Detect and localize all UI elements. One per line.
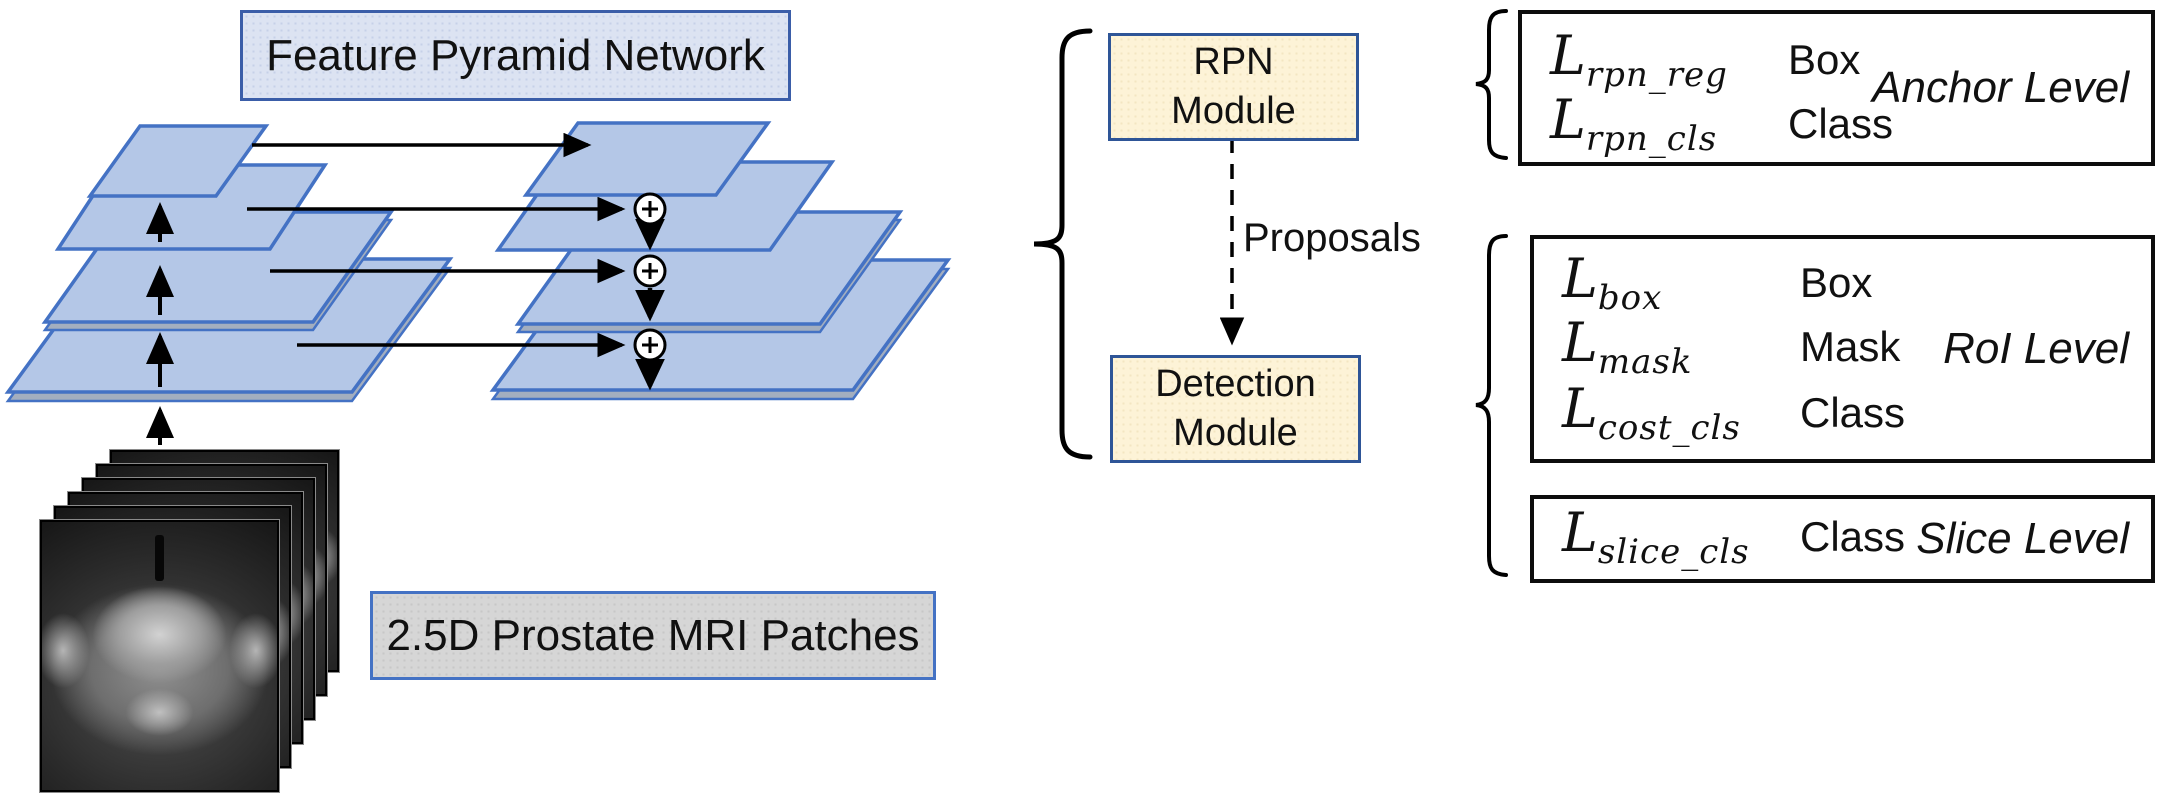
rpn-module-label-line1: RPN	[1193, 40, 1274, 83]
plus-circle-merge-icon	[633, 328, 667, 362]
loss-formula: Lrpn_reg	[1550, 24, 1728, 95]
slice-level-label: Slice Level	[1916, 514, 2129, 563]
rpn-module-box: RPN Module	[1108, 33, 1359, 141]
loss-formula: Lrpn_cls	[1550, 88, 1718, 159]
loss-row: Lslice_cls Class	[1562, 501, 1905, 572]
loss-target: Box	[1788, 36, 1861, 83]
roi-level-label: RoI Level	[1943, 324, 2129, 373]
detection-module-label-line1: Detection	[1155, 362, 1316, 405]
roi-level-loss-box: Lbox Box Lmask Mask Lcost_cls Class RoI …	[1530, 235, 2155, 463]
loss-row: Lrpn_cls Class	[1550, 88, 1893, 159]
rpn-module-label-line2: Module	[1171, 90, 1296, 132]
detection-module-box: Detection Module	[1110, 355, 1361, 463]
curly-brace-main	[1033, 28, 1093, 460]
loss-target: Mask	[1800, 323, 1901, 370]
top-down-pyramid	[489, 121, 952, 401]
fpn-title-box: Feature Pyramid Network	[240, 10, 791, 101]
input-label: 2.5D Prostate MRI Patches	[386, 610, 920, 660]
loss-target: Class	[1800, 513, 1906, 560]
input-label-box: 2.5D Prostate MRI Patches	[370, 591, 936, 680]
detection-module-label-line2: Module	[1173, 412, 1298, 454]
mri-slice-front	[39, 519, 280, 793]
anchor-level-loss-box: Lrpn_reg Box Lrpn_cls Class Anchor Level	[1518, 10, 2155, 166]
merge-nodes	[633, 192, 667, 362]
proposals-label: Proposals	[1243, 216, 1421, 260]
pyramid-layer	[86, 124, 270, 198]
lateral-arrows	[247, 132, 626, 358]
loss-row: Lrpn_reg Box	[1550, 24, 1860, 95]
plus-circle-merge-icon	[633, 254, 667, 288]
loss-target: Class	[1788, 100, 1894, 147]
plus-circle-merge-icon	[633, 192, 667, 226]
loss-formula: Lslice_cls	[1562, 501, 1750, 572]
loss-formula: Lmask	[1562, 311, 1693, 382]
curly-brace-anchor	[1475, 9, 1508, 160]
loss-row: Lbox Box	[1562, 247, 1872, 318]
loss-row: Lcost_cls Class	[1562, 377, 1905, 448]
anchor-level-label: Anchor Level	[1872, 63, 2129, 112]
bottom-up-pyramid	[4, 124, 454, 403]
fpn-title: Feature Pyramid Network	[266, 30, 765, 80]
loss-target: Box	[1800, 259, 1873, 306]
loss-target: Class	[1800, 389, 1906, 436]
loss-row: Lmask Mask	[1562, 311, 1900, 382]
loss-formula: Lcost_cls	[1562, 377, 1741, 448]
slice-level-loss-box: Lslice_cls Class Slice Level	[1530, 495, 2155, 583]
curly-brace-roi-slice	[1475, 234, 1508, 577]
loss-formula: Lbox	[1562, 247, 1663, 318]
